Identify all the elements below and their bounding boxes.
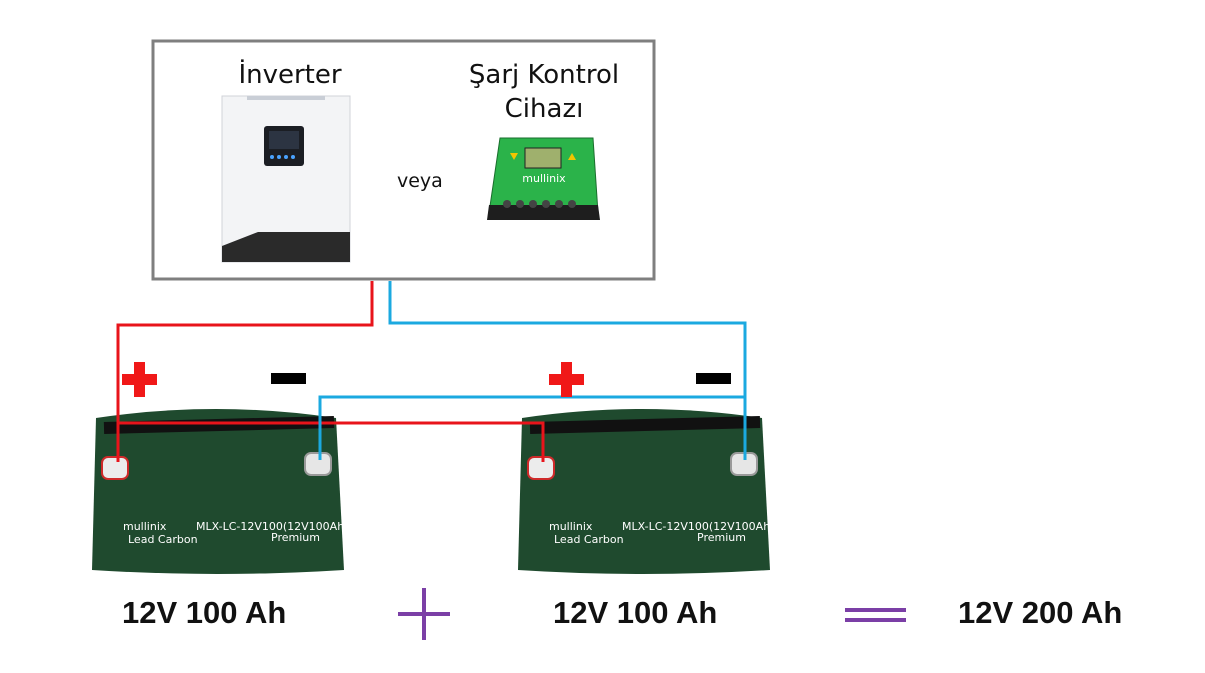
positive-wires xyxy=(116,281,545,462)
negative-wire-main xyxy=(388,281,747,460)
battery-left-model: MLX-LC-12V100(12V100Ah) xyxy=(196,520,348,533)
battery-right-model: MLX-LC-12V100(12V100Ah) xyxy=(622,520,774,533)
positive-wire-link xyxy=(118,421,545,462)
battery-left-brand: mullinix xyxy=(123,520,167,533)
positive-wire-main xyxy=(116,281,374,462)
battery-right-brand: mullinix xyxy=(549,520,593,533)
negative-wire-link xyxy=(318,395,745,460)
negative-sign-right xyxy=(696,373,731,384)
equals-operator xyxy=(845,608,906,622)
positive-sign-left xyxy=(122,362,157,397)
charge-controller-image: mullinix xyxy=(487,137,600,220)
plus-operator xyxy=(398,588,450,640)
battery-left-type: Lead Carbon xyxy=(128,533,198,546)
controller-label-line2: Cihazı xyxy=(504,94,584,124)
controller-label-line1: Şarj Kontrol xyxy=(468,60,620,90)
negative-wires xyxy=(318,281,747,460)
negative-sign-left xyxy=(271,373,306,384)
inverter-image xyxy=(221,95,351,263)
battery-left: mullinix MLX-LC-12V100(12V100Ah) Lead Ca… xyxy=(92,409,348,574)
positive-sign-right xyxy=(549,362,584,397)
or-label: veya xyxy=(397,170,443,192)
battery-right: mullinix MLX-LC-12V100(12V100Ah) Lead Ca… xyxy=(518,409,774,574)
result-caption: 12V 200 Ah xyxy=(958,595,1123,630)
battery-left-grade: Premium xyxy=(271,531,320,544)
battery-right-caption: 12V 100 Ah xyxy=(553,595,718,630)
controller-brand: mullinix xyxy=(522,172,566,185)
battery-right-grade: Premium xyxy=(697,531,746,544)
inverter-label: İnverter xyxy=(238,60,342,90)
battery-right-type: Lead Carbon xyxy=(554,533,624,546)
battery-left-caption: 12V 100 Ah xyxy=(122,595,287,630)
